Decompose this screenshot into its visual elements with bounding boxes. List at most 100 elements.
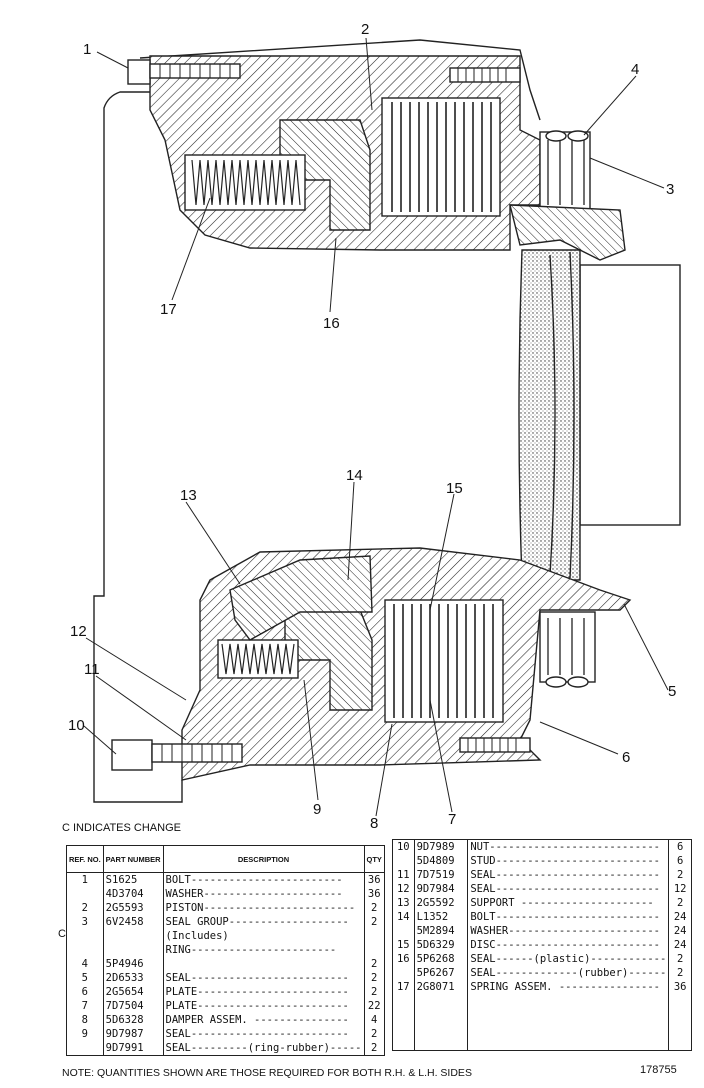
ref-no-cell: 8 <box>66 1013 104 1027</box>
qty-cell: 2 <box>371 1042 378 1054</box>
part-number-cell: 5D4809 <box>414 854 469 868</box>
table-row <box>392 1022 692 1036</box>
ref-no-cell <box>392 966 415 980</box>
qty-cell: 2 <box>371 902 378 914</box>
description-cell: SEAL GROUP------------------- <box>163 915 365 929</box>
description-cell: SEAL-------------------------- <box>467 882 670 896</box>
part-number-cell <box>103 929 164 943</box>
change-mark: C <box>58 928 66 940</box>
ref-no-cell <box>66 887 104 901</box>
qty-cell: 2 <box>676 953 684 965</box>
part-number-cell: S1625 <box>103 872 164 887</box>
change-note: C INDICATES CHANGE <box>62 822 181 834</box>
ref-no-cell: 16 <box>392 952 415 966</box>
ref-no-header: REF. NO. <box>66 845 104 873</box>
qty-cell: 2 <box>676 897 684 909</box>
ref-no-cell: 12 <box>392 882 415 896</box>
part-number-cell: 2G5593 <box>103 901 164 915</box>
part-number-cell: 5D6328 <box>103 1013 164 1027</box>
description-cell: NUT--------------------------- <box>467 839 670 854</box>
qty-cell: 12 <box>673 883 687 895</box>
ref-no-cell: 13 <box>392 896 415 910</box>
ref-no-cell: 14 <box>392 910 415 924</box>
qty-cell: 2 <box>371 916 378 928</box>
part-number-cell: 7D7519 <box>414 868 469 882</box>
ref-no-cell <box>392 854 415 868</box>
part-number-cell: 2D6533 <box>103 971 164 985</box>
part-number-cell <box>414 994 469 1008</box>
part-number-cell: 2G5592 <box>414 896 469 910</box>
description-cell: PISTON------------------------ <box>163 901 365 915</box>
description-cell: BOLT-------------------------- <box>467 910 670 924</box>
qty-cell: 4 <box>371 1014 378 1026</box>
part-number-cell <box>414 1008 469 1022</box>
qty-cell <box>669 1036 692 1051</box>
description-cell: PLATE------------------------ <box>163 985 365 999</box>
ref-no-cell <box>392 994 415 1008</box>
lower-housing <box>111 547 632 781</box>
description-cell <box>467 1008 670 1022</box>
callout-10: 10 <box>68 717 85 734</box>
qty-cell <box>669 994 692 1008</box>
description-cell <box>163 957 365 971</box>
qty-cell: 2 <box>676 967 684 979</box>
callout-15: 15 <box>446 480 463 497</box>
description-cell <box>467 994 670 1008</box>
qty-cell <box>669 1008 692 1022</box>
part-number-cell: 9D7989 <box>414 839 469 854</box>
qty-cell: 24 <box>673 939 687 951</box>
quantity-note: NOTE: QUANTITIES SHOWN ARE THOSE REQUIRE… <box>62 1067 472 1079</box>
ref-no-cell <box>66 943 104 957</box>
callout-12: 12 <box>70 623 87 640</box>
ref-no-cell <box>66 929 104 943</box>
ref-no-cell: 10 <box>392 839 415 854</box>
ref-no-cell <box>392 924 415 938</box>
callout-14: 14 <box>346 467 363 484</box>
description-cell: DISC-------------------------- <box>467 938 670 952</box>
ref-no-cell: 15 <box>392 938 415 952</box>
qty-header: QTY <box>364 845 385 873</box>
part-number-cell: 2G5654 <box>103 985 164 999</box>
table-row <box>392 1036 692 1051</box>
description-cell: DAMPER ASSEM. --------------- <box>163 1013 365 1027</box>
part-number-cell: 5P6267 <box>414 966 469 980</box>
description-cell: SEAL-------------(rubber)------ <box>467 966 670 980</box>
part-number-cell: 5P6268 <box>414 952 469 966</box>
table-header: REF. NO. PART NUMBER DESCRIPTION QTY <box>66 845 385 873</box>
ref-no-cell: 11 <box>392 868 415 882</box>
ref-no-cell <box>392 1036 415 1051</box>
qty-cell: 24 <box>673 911 687 923</box>
callout-7: 7 <box>448 811 457 828</box>
qty-cell: 6 <box>676 841 684 853</box>
part-number-cell: 5D6329 <box>414 938 469 952</box>
description-cell: SEAL------------------------- <box>163 1027 365 1041</box>
description-cell <box>467 1022 670 1036</box>
callout-1: 1 <box>83 41 92 58</box>
table-row: RING----------------------- <box>66 943 385 957</box>
brake-cross-section-drawing <box>83 37 681 817</box>
callout-13: 13 <box>180 487 197 504</box>
ref-no-cell <box>66 1041 104 1056</box>
description-cell: SEAL-------------------------- <box>467 868 670 882</box>
qty-cell: 22 <box>367 1000 381 1012</box>
ref-no-cell: 6 <box>66 985 104 999</box>
qty-cell <box>669 1022 692 1036</box>
description-cell <box>467 1036 670 1051</box>
ref-no-cell <box>392 1022 415 1036</box>
description-cell: WASHER---------------------- <box>163 887 365 901</box>
ref-no-cell <box>392 1008 415 1022</box>
